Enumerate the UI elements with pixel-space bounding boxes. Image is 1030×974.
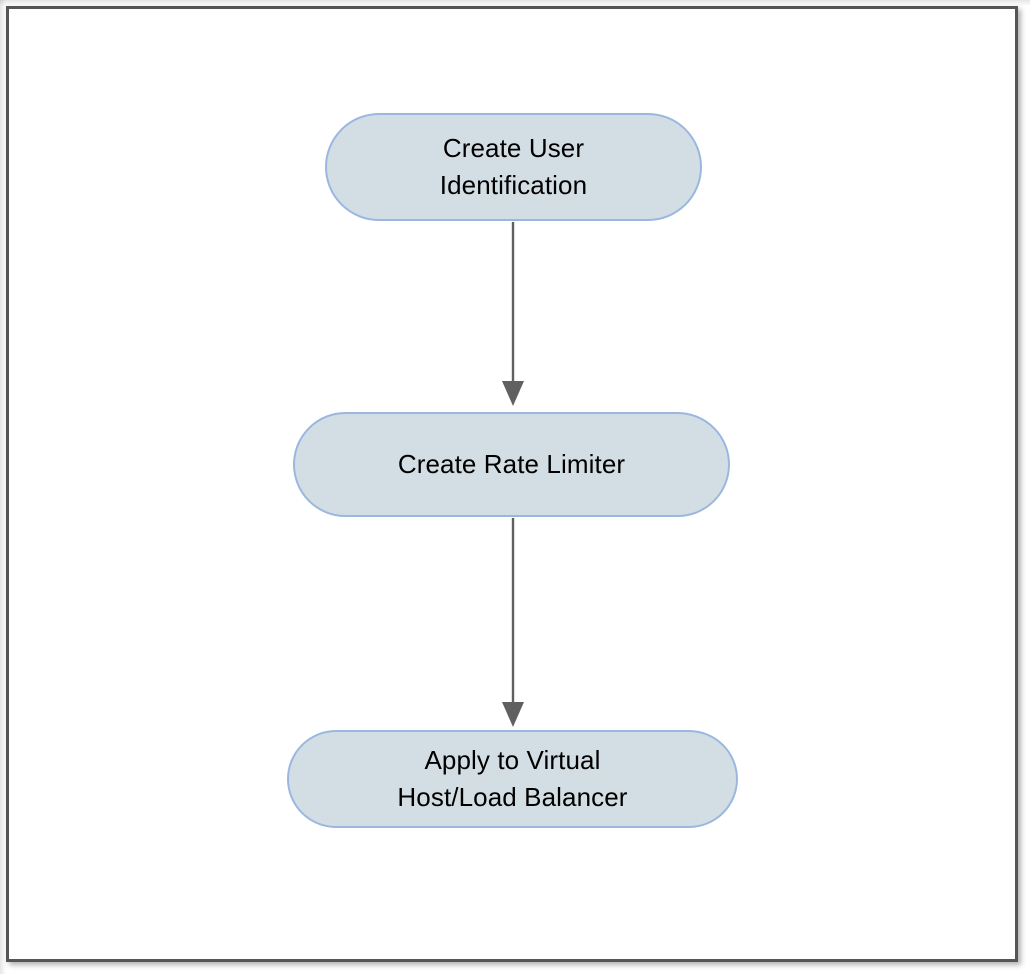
flow-node-create-user-identification[interactable]: Create User Identification (325, 113, 702, 221)
flow-node-create-rate-limiter[interactable]: Create Rate Limiter (293, 412, 730, 517)
edge-create-user-identification-to-create-rate-limiter (502, 222, 524, 406)
edge-create-rate-limiter-to-apply-to-virtual-host (502, 518, 524, 727)
edge-1-arrowhead-icon (502, 381, 524, 406)
flow-node-apply-to-virtual-host-load-balancer[interactable]: Apply to Virtual Host/Load Balancer (287, 730, 738, 828)
flow-node-label: Create User Identification (439, 133, 588, 200)
flow-node-label: Apply to Virtual Host/Load Balancer (397, 745, 628, 812)
edge-2-arrowhead-icon (502, 702, 524, 727)
flow-node-label: Create Rate Limiter (397, 449, 626, 479)
